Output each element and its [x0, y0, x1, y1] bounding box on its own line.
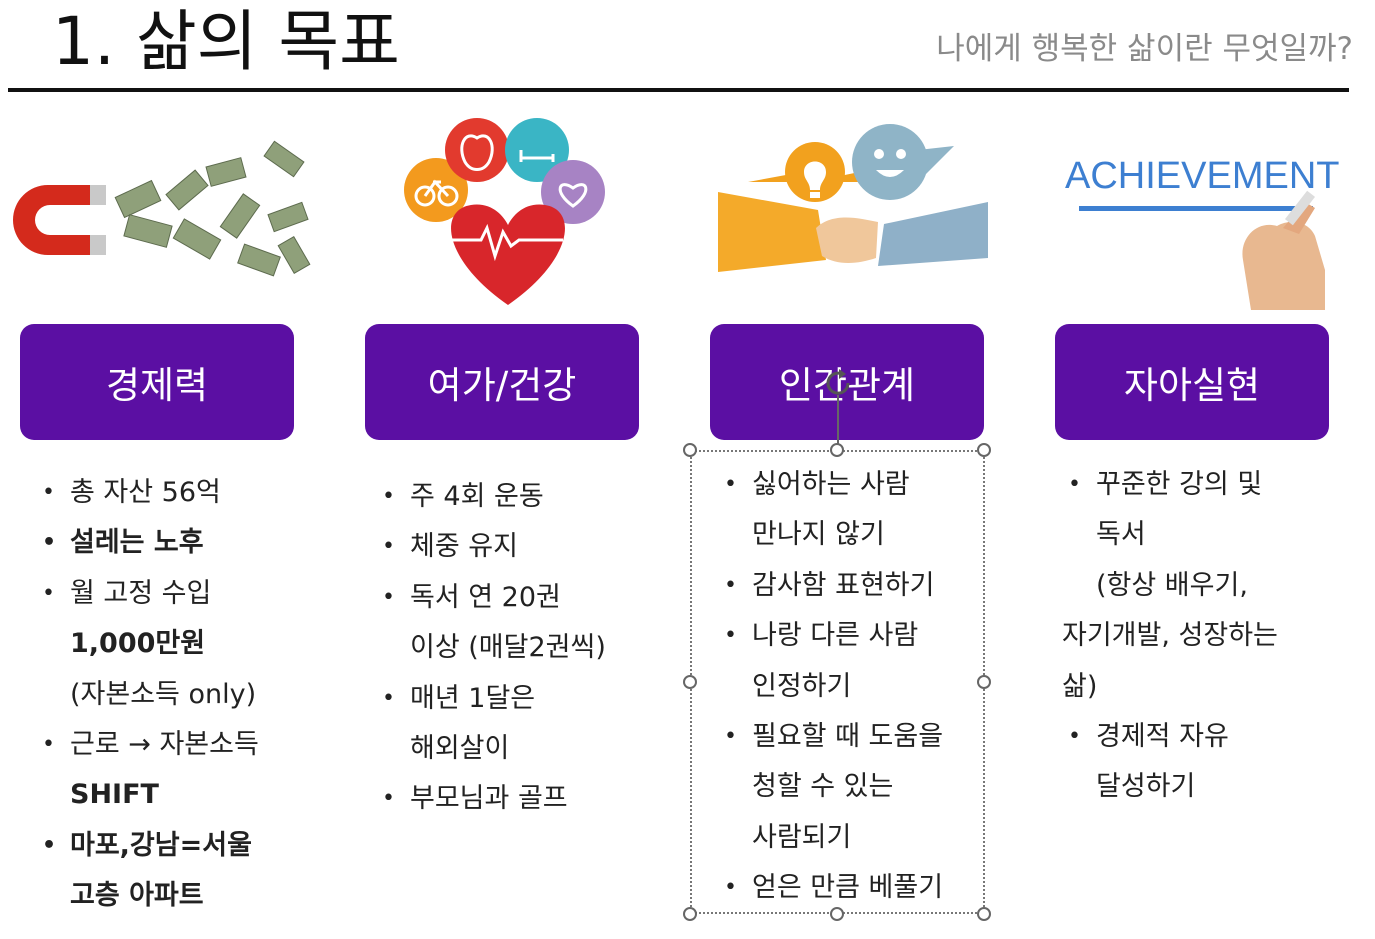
list-item: 싫어하는 사람 만나지 않기	[718, 460, 943, 561]
list-item-text: 주 4회 운동	[410, 481, 544, 512]
list-item: 총 자산 56억	[36, 468, 259, 519]
list-item: 필요할 때 도움을 청할 수 있는 사람되기	[718, 712, 943, 863]
list-item-text: SHIFT	[70, 779, 159, 811]
resize-handle-top[interactable]	[830, 443, 844, 457]
achievement-word: ACHIEVEMENT	[1065, 155, 1339, 197]
list-item-text: (항상 배우기,	[1096, 569, 1248, 601]
list-item-text: 이상 (매달2권씩)	[410, 632, 606, 664]
list-item-text: 매년 1달은	[410, 682, 536, 714]
list-item-text: 부모님과 골프	[410, 783, 568, 815]
page-subtitle: 나에게 행복한 삶이란 무엇일까?	[936, 31, 1353, 67]
list-item: 독서 연 20권 이상 (매달2권씩)	[376, 573, 606, 674]
list-item-text: 고층 아파트	[70, 880, 204, 912]
list-item-text: 독서 연 20권	[410, 581, 561, 613]
rotate-handle-stem	[837, 395, 839, 447]
resize-handle-bottom-left[interactable]	[683, 907, 697, 921]
resize-handle-right[interactable]	[977, 675, 991, 689]
list-item: 꾸준한 강의 및 독서 (항상 배우기, 자기개발, 성장하는 삶)	[1062, 460, 1278, 712]
list-item-text: 설레는 노후	[70, 527, 204, 559]
resize-handle-bottom[interactable]	[830, 907, 844, 921]
rotate-handle-icon[interactable]	[821, 366, 855, 404]
list-item-text: 달성하기	[1096, 771, 1196, 803]
category-self-realization: 자아실현	[1055, 324, 1329, 440]
list-item-text: 싫어하는 사람	[752, 469, 910, 500]
list-item-text: 자기개발, 성장하는	[1062, 620, 1278, 652]
resize-handle-bottom-right[interactable]	[977, 907, 991, 921]
list-item: 근로 → 자본소득 SHIFT	[36, 720, 259, 821]
category-economic-power: 경제력	[20, 324, 294, 440]
column-economic-power: 총 자산 56억 설레는 노후 월 고정 수입 1,000만원 (자본소득 on…	[36, 468, 259, 922]
category-leisure-health: 여가/건강	[365, 324, 639, 440]
list-item-text: 청할 수 있는	[752, 771, 894, 803]
list-item-text: 필요할 때 도움을	[752, 721, 944, 753]
list-item-text: 근로 → 자본소득	[70, 729, 259, 761]
list-item: 부모님과 골프	[376, 774, 606, 825]
list-item-text: 월 고정 수입	[70, 577, 212, 609]
list-item-text: 감사함 표현하기	[752, 569, 935, 601]
list-item: 설레는 노후	[36, 518, 259, 569]
list-item: 매년 1달은 해외살이	[376, 674, 606, 775]
column-leisure-health: 주 4회 운동 체중 유지 독서 연 20권 이상 (매달2권씩) 매년 1달은…	[376, 472, 606, 825]
list-item-text: 마포,강남=서울	[70, 829, 252, 861]
list-item: 월 고정 수입 1,000만원 (자본소득 only)	[36, 569, 259, 720]
list-item: 마포,강남=서울 고층 아파트	[36, 821, 259, 922]
list-item-text: 인정하기	[752, 670, 852, 702]
list-item-text: 나랑 다른 사람	[752, 620, 919, 652]
list-item-text: 독서	[1096, 519, 1146, 551]
resize-handle-top-left[interactable]	[683, 443, 697, 457]
list-item-text: 삶)	[1062, 670, 1098, 702]
list-item-text: 만나지 않기	[752, 519, 885, 551]
list-item-text: 총 자산 56억	[70, 477, 221, 508]
list-item-text: 체중 유지	[410, 531, 518, 563]
category-relationships[interactable]: 인간관계	[710, 324, 984, 440]
list-item: 나랑 다른 사람 인정하기	[718, 611, 943, 712]
list-item-text: 경제적 자유	[1096, 721, 1229, 753]
list-item: 경제적 자유 달성하기	[1062, 712, 1278, 813]
column-relationships[interactable]: 싫어하는 사람 만나지 않기 감사함 표현하기 나랑 다른 사람 인정하기 필요…	[718, 460, 943, 914]
column-self-realization: 꾸준한 강의 및 독서 (항상 배우기, 자기개발, 성장하는 삶) 경제적 자…	[1062, 460, 1278, 813]
list-item-text: (자본소득 only)	[70, 678, 257, 710]
health-heart-illustration	[353, 110, 663, 315]
resize-handle-top-right[interactable]	[977, 443, 991, 457]
list-item-text: 사람되기	[752, 821, 852, 853]
achievement-illustration: ACHIEVEMENT	[1043, 110, 1353, 315]
list-item: 얻은 만큼 베풀기	[718, 863, 944, 914]
list-item: 주 4회 운동	[376, 472, 606, 523]
magnet-money-illustration	[8, 110, 318, 315]
list-item-text: 꾸준한 강의 및	[1096, 469, 1263, 500]
handshake-illustration	[698, 110, 1008, 315]
list-item: 체중 유지	[376, 522, 606, 573]
list-item-text: 해외살이	[410, 733, 510, 765]
resize-handle-left[interactable]	[683, 675, 697, 689]
title-divider	[8, 88, 1349, 92]
list-item: 감사함 표현하기	[718, 561, 943, 612]
page-title: 1. 삶의 목표	[52, 3, 400, 80]
list-item-text: 얻은 만큼 베풀기	[752, 872, 944, 904]
list-item-text: 1,000만원	[70, 628, 206, 660]
